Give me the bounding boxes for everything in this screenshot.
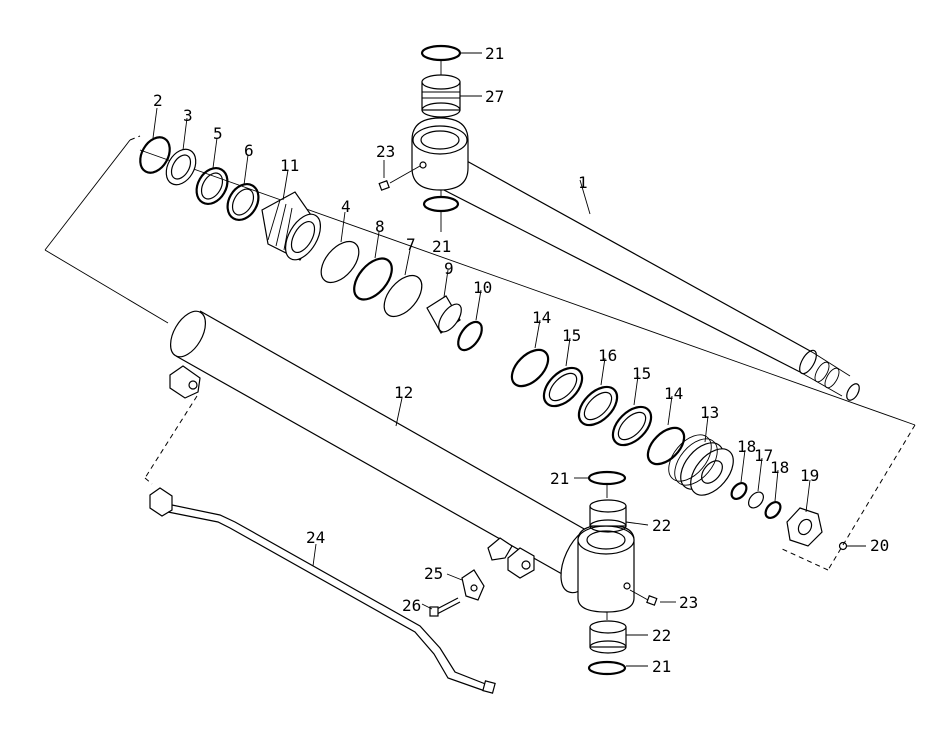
label-14-a: 14	[532, 308, 551, 327]
label-5: 5	[213, 124, 223, 143]
label-24: 24	[306, 528, 325, 547]
label-13: 13	[700, 403, 719, 422]
label-6: 6	[244, 141, 254, 160]
wiper-3	[165, 148, 197, 186]
clamp-25	[461, 569, 485, 601]
label-27: 27	[485, 87, 504, 106]
gland-11	[261, 191, 322, 261]
pipe-24	[149, 487, 496, 694]
label-22-bottom: 22	[652, 626, 671, 645]
barrel-port-right	[487, 537, 535, 579]
label-26: 26	[402, 596, 421, 615]
label-17: 17	[754, 446, 773, 465]
cylinder-barrel	[44, 249, 587, 575]
label-11: 11	[280, 156, 299, 175]
ring-15b	[611, 405, 653, 447]
label-14-b: 14	[664, 384, 683, 403]
ring-18b	[764, 501, 782, 519]
label-16: 16	[598, 346, 617, 365]
ring-14b	[646, 426, 686, 466]
ring-14a	[510, 348, 550, 388]
ring-4	[320, 240, 360, 284]
label-25: 25	[424, 564, 443, 583]
axis-line-upper	[44, 135, 916, 571]
label-20: 20	[870, 536, 889, 555]
grease-nipple-23-bottom	[629, 589, 658, 606]
ring-10	[457, 320, 483, 352]
seal-5	[195, 167, 229, 205]
ring-7	[383, 274, 423, 318]
bushing-9	[426, 295, 462, 334]
leader-lines	[152, 52, 866, 667]
label-21-top: 21	[485, 44, 504, 63]
piston-13	[668, 434, 734, 496]
label-7: 7	[406, 235, 416, 254]
nut-19	[786, 507, 823, 547]
ring-8	[353, 257, 393, 301]
label-21-mid: 21	[432, 237, 451, 256]
label-18-a: 18	[737, 437, 756, 456]
snap-ring-21-d	[587, 660, 627, 676]
label-18-b: 18	[770, 458, 789, 477]
label-23-top: 23	[376, 142, 395, 161]
label-1: 1	[578, 173, 588, 192]
ring-15a	[542, 366, 584, 408]
bushing-22-top	[589, 499, 627, 533]
label-19: 19	[800, 466, 819, 485]
bushing-27	[421, 74, 461, 118]
ring-18a	[730, 482, 748, 500]
rod-eye	[411, 117, 469, 191]
label-21-d: 21	[652, 657, 671, 676]
label-15-a: 15	[562, 326, 581, 345]
seal-16	[577, 385, 619, 427]
snap-ring-21-lower	[422, 195, 460, 213]
snap-ring-21-top	[420, 44, 462, 62]
grease-nipple-23-top	[378, 165, 421, 191]
ring-6	[226, 183, 260, 221]
label-21-c: 21	[550, 469, 569, 488]
label-10: 10	[473, 278, 492, 297]
label-22-top: 22	[652, 516, 671, 535]
set-screw-20	[838, 541, 848, 551]
bolt-26	[429, 597, 461, 617]
barrel-port-left	[169, 365, 201, 399]
ring-17	[748, 491, 764, 509]
snap-ring-21-c	[587, 470, 627, 486]
ring-2	[139, 136, 171, 174]
label-4: 4	[341, 197, 351, 216]
label-23-bottom: 23	[679, 593, 698, 612]
label-8: 8	[375, 217, 385, 236]
piston-rod	[439, 159, 860, 401]
label-3: 3	[183, 106, 193, 125]
part-labels: 21 27 23 1 21 2 3 5 6 11 4 8 7 9 10 14 1…	[153, 44, 889, 676]
label-12: 12	[394, 383, 413, 402]
label-15-b: 15	[632, 364, 651, 383]
label-9: 9	[444, 259, 454, 278]
bushing-22-bottom	[589, 620, 627, 654]
label-2: 2	[153, 91, 163, 110]
barrel-end-eye	[560, 524, 635, 613]
